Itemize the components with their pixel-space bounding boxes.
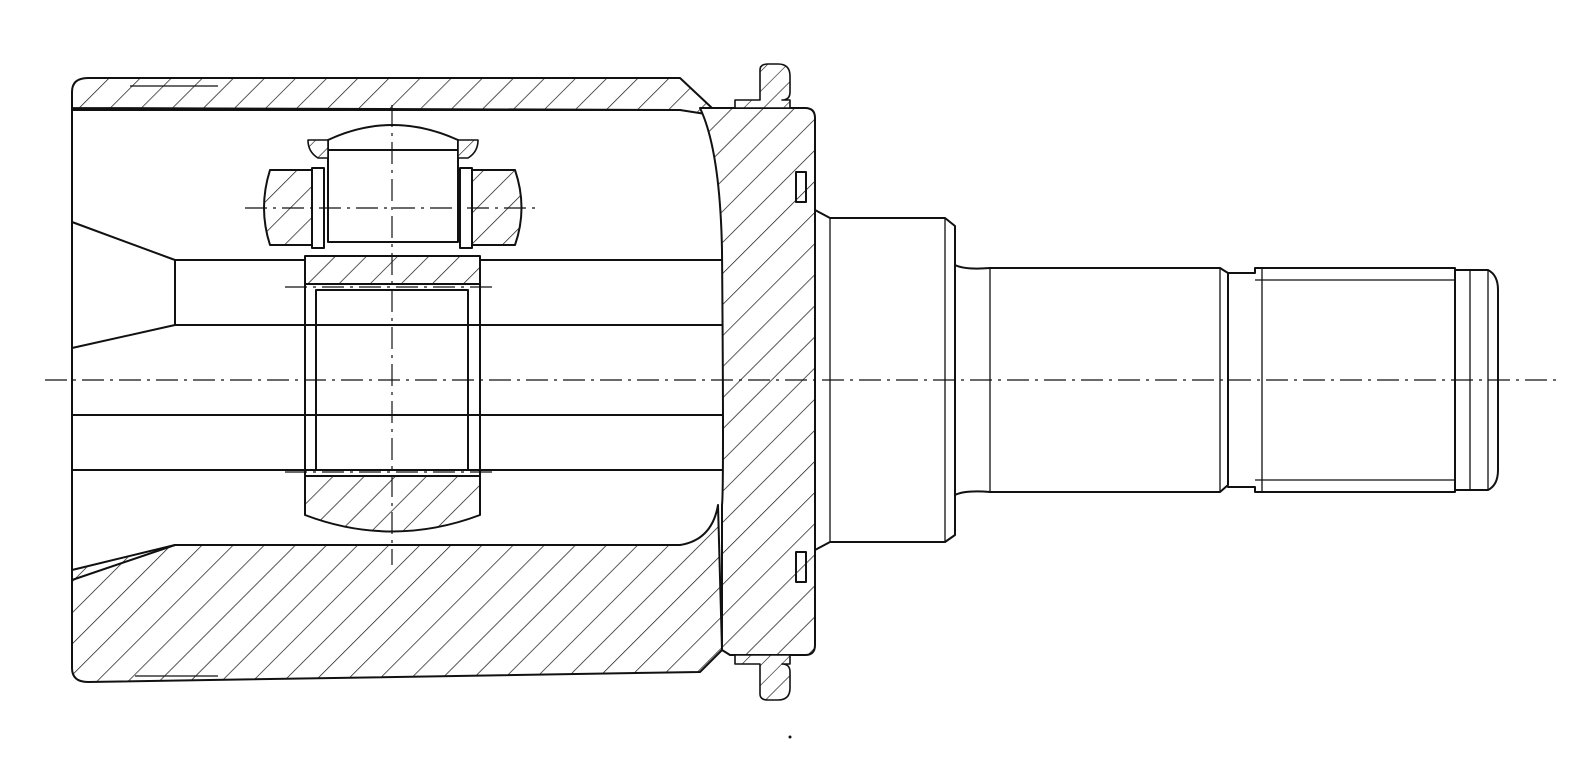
trunnion-cap — [327, 124, 459, 151]
drawing-mark-dot — [788, 735, 792, 739]
trunnion-pin-head — [327, 149, 459, 243]
retaining-ring-right — [457, 139, 479, 159]
boot-clamp-top — [734, 63, 791, 109]
flange-notch-bottom — [795, 551, 807, 583]
boot-clamp-bottom — [734, 654, 791, 701]
retaining-ring-left — [307, 139, 329, 159]
track-left-taper — [71, 221, 176, 349]
track-left-taper-lower — [71, 544, 176, 581]
flange-notch-top — [795, 171, 807, 203]
shaft-neck — [954, 264, 1229, 496]
